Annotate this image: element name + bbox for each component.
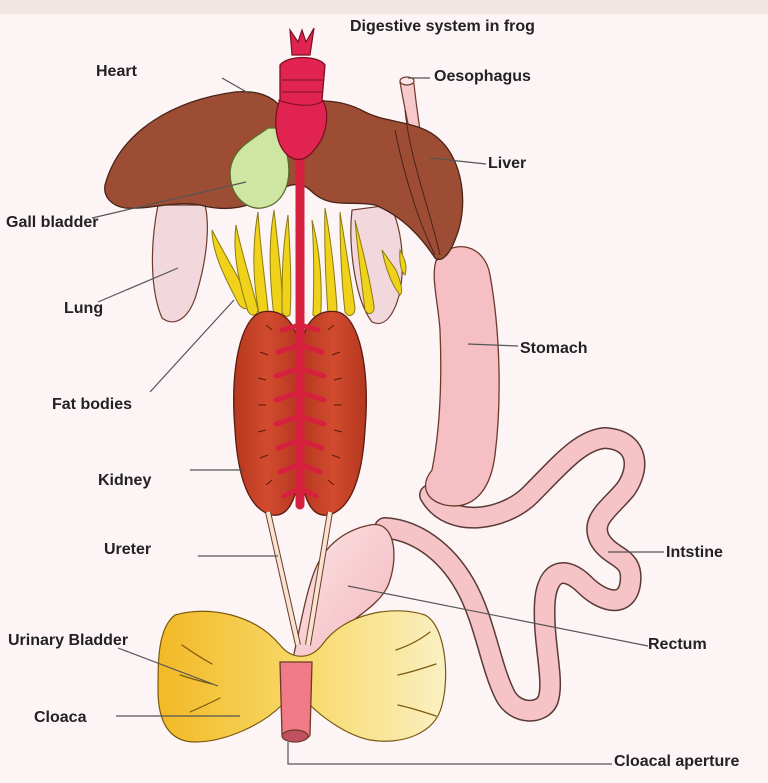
label-cloaca: Cloaca xyxy=(34,709,87,726)
label-rectum: Rectum xyxy=(648,636,707,653)
fat-bodies-left xyxy=(211,209,292,317)
fat-bodies-right xyxy=(311,207,407,317)
label-stomach: Stomach xyxy=(520,340,588,357)
right-lung xyxy=(350,204,403,325)
label-ureter: Ureter xyxy=(104,541,152,558)
label-heart: Heart xyxy=(96,63,137,80)
stomach xyxy=(424,246,500,507)
label-gall-bladder: Gall bladder xyxy=(6,214,99,231)
cloaca xyxy=(279,661,313,741)
label-lung: Lung xyxy=(64,300,104,317)
label-intestine: Intstine xyxy=(666,544,723,561)
label-fat-bodies: Fat bodies xyxy=(52,396,133,413)
label-cloacal-aperture: Cloacal aperture xyxy=(614,753,740,770)
leader-lines xyxy=(91,77,664,765)
top-band xyxy=(0,0,768,14)
oesophagus-opening xyxy=(399,76,415,86)
ureters xyxy=(265,511,333,646)
cloacal-aperture-opening xyxy=(281,729,309,743)
diagram-title: Digestive system in frog xyxy=(350,18,535,35)
label-liver: Liver xyxy=(488,155,527,172)
left-lung xyxy=(151,204,208,323)
label-urinary-bladder: Urinary Bladder xyxy=(8,632,129,649)
heart xyxy=(275,56,328,161)
blood-vessels xyxy=(273,155,327,510)
label-kidney: Kidney xyxy=(98,472,152,489)
label-oesophagus: Oesophagus xyxy=(434,68,531,85)
